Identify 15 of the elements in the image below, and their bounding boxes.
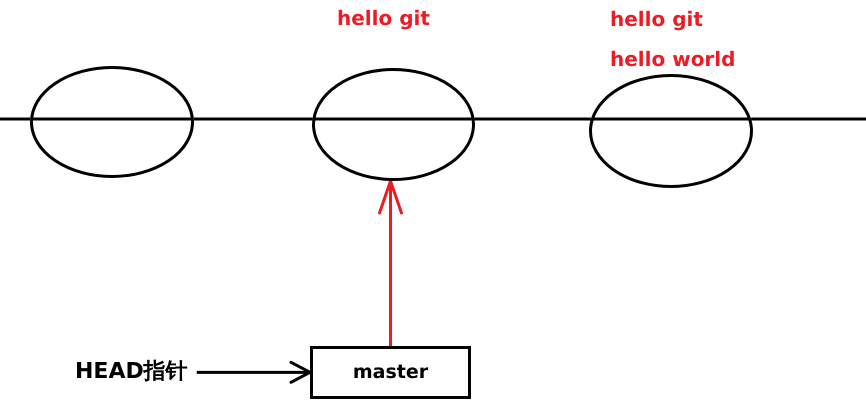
- arrow: [196, 360, 312, 384]
- branch-box: [310, 346, 471, 399]
- timeline-line: [0, 118, 30, 120]
- commit-content: hello git: [610, 6, 703, 32]
- arrow: [378, 179, 403, 346]
- pointer-label: HEAD指针: [75, 359, 188, 386]
- commit-content: hello world: [610, 46, 736, 72]
- commit-ellipse: [30, 66, 194, 178]
- timeline-line: [474, 118, 591, 120]
- branch-name: master: [352, 361, 428, 384]
- commit-ellipse: [589, 74, 753, 188]
- timeline-line: [194, 118, 312, 120]
- commit-content: hello git: [337, 5, 430, 31]
- timeline-line: [751, 118, 866, 120]
- commit-ellipse: [312, 68, 475, 181]
